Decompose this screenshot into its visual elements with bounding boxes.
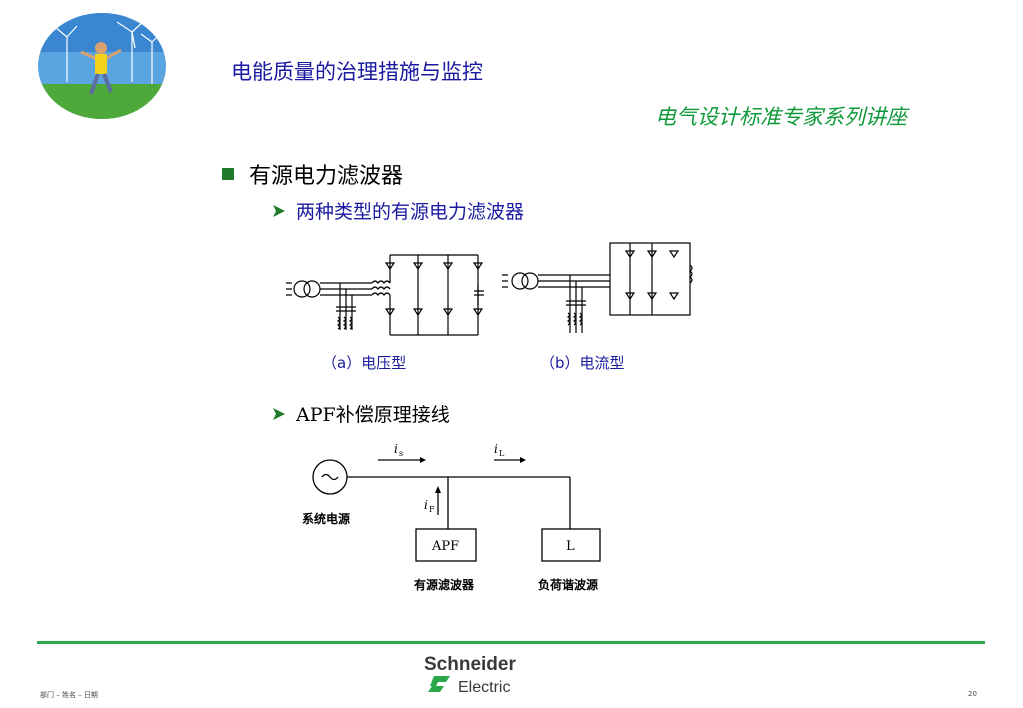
bullet-text: 有源电力滤波器 <box>249 164 404 189</box>
brand-name: Schneider <box>424 654 516 675</box>
schneider-electric-logo: Schneider Electric <box>424 654 516 696</box>
arrow-bullet-icon <box>273 204 285 217</box>
brand-mark-icon <box>428 676 450 692</box>
brand-subname: Electric <box>458 679 510 696</box>
arrow-bullet-icon <box>273 407 285 420</box>
caption-current-type: （b）电流型 <box>540 354 625 372</box>
footer-info: 部门 – 姓名 – 日期 <box>40 691 98 699</box>
header-photo <box>38 13 166 119</box>
sub-item-text: 两种类型的有源电力滤波器 <box>296 201 525 223</box>
current-il-label: i <box>494 442 498 456</box>
current-if-label: i <box>424 498 428 512</box>
load-box <box>541 528 601 562</box>
page-number: 20 <box>968 690 977 698</box>
sub-item: 两种类型的有源电力滤波器 <box>272 197 524 224</box>
current-type-circuit <box>502 242 693 333</box>
caption-voltage-type: （a）电压型 <box>322 354 407 372</box>
bullet-item: 有源电力滤波器 <box>222 158 403 190</box>
apf-box <box>415 528 477 562</box>
sub-item-text: APF补偿原理接线 <box>296 404 450 426</box>
square-bullet-icon <box>222 168 234 180</box>
series-title: 电气设计标准专家系列讲座 <box>655 105 907 129</box>
current-il-subscript: L <box>499 449 505 458</box>
current-is-label: i <box>394 442 398 456</box>
voltage-type-circuit <box>286 254 484 336</box>
load-label: 负荷谐波源 <box>538 577 598 592</box>
source-label: 系统电源 <box>302 511 350 526</box>
slide-title: 电能质量的治理措施与监控 <box>231 60 483 84</box>
load-box-label: L <box>566 539 575 554</box>
apf-wiring-diagram: i s i L i F 系统电源 APF L 有源滤波器 负荷谐波源 <box>302 442 601 592</box>
current-if-subscript: F <box>429 505 435 514</box>
apf-label: 有源滤波器 <box>414 577 475 592</box>
person-figure <box>80 42 122 95</box>
footer-divider <box>37 641 985 644</box>
filter-types-diagram <box>286 242 693 336</box>
sub-item: APF补偿原理接线 <box>272 400 450 427</box>
apf-box-label: APF <box>431 539 459 554</box>
current-is-subscript: s <box>399 449 403 458</box>
